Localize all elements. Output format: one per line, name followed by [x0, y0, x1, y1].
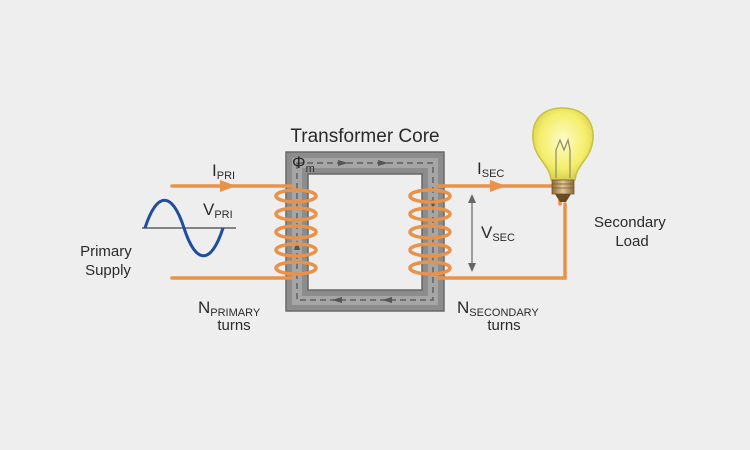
core-title: Transformer Core: [290, 126, 439, 147]
sine-wave-icon: [142, 198, 236, 258]
primary-turns-label-line2: turns: [217, 317, 250, 334]
flux-label: Φm: [292, 153, 315, 175]
secondary-turns-label: NSECONDARY: [457, 298, 539, 319]
primary-wires: [170, 184, 294, 280]
primary-coil: [274, 188, 318, 276]
primary-turns-label: NPRIMARY: [198, 298, 261, 319]
flux-arrow-top: [338, 160, 348, 166]
transformer-core: [285, 151, 445, 312]
flux-arrow-bottom-2: [332, 297, 342, 303]
flux-arrow-bottom: [382, 297, 392, 303]
secondary-coil: [408, 188, 452, 276]
secondary-load-label: Secondary Load: [594, 214, 670, 250]
primary-voltage-label: VPRI: [203, 200, 233, 221]
primary-supply-label: Primary Supply: [80, 243, 136, 279]
light-bulb-icon: [532, 107, 594, 202]
secondary-voltage-arrow: [468, 194, 476, 272]
secondary-voltage-label: VSEC: [481, 223, 515, 244]
secondary-turns-label-line2: turns: [487, 317, 520, 334]
primary-current-arrow: [220, 180, 236, 192]
primary-current-label: IPRI: [212, 161, 235, 182]
secondary-current-arrow: [490, 180, 506, 192]
flux-arrow-top-2: [378, 160, 388, 166]
secondary-current-label: ISEC: [477, 159, 504, 180]
